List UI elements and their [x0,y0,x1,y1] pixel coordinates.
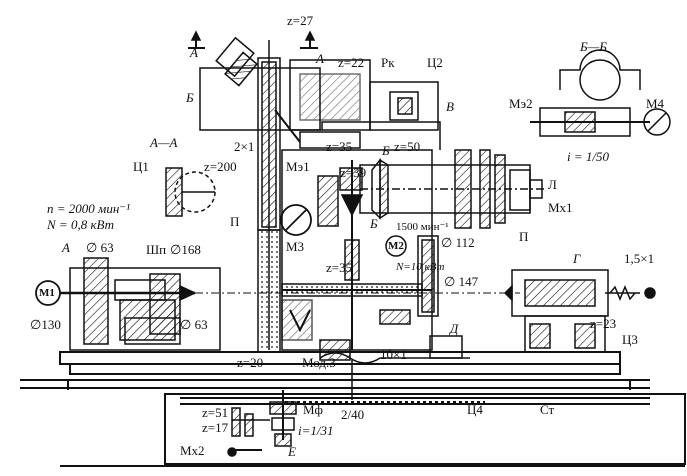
label-z27: z=27 [287,14,313,27]
label-2x1: 2×1 [234,139,255,154]
label-section-bb: Б—Б [580,39,607,54]
carriage [319,309,470,400]
label-l: Л [548,177,557,192]
label-z35-bottom: z=35 [326,260,353,275]
gearbox-center [281,149,433,351]
label-c4: Ц4 [467,402,483,417]
label-z20: z=20 [237,355,264,370]
label-d130: ∅130 [30,317,61,332]
label-a-left: A [62,240,70,255]
label-b-bottom: Б [370,216,378,231]
section-aa [165,167,216,217]
label-p-right: П [519,229,529,244]
section-bb [530,49,671,137]
label-me1: Мэ1 [286,159,310,174]
vertical-column [257,40,281,353]
machine-bed [20,351,686,467]
label-d168: ∅168 [170,242,201,257]
label-rk: Рк [381,55,395,70]
label-z27-text: z=27 [287,13,314,28]
motor-m3 [280,204,312,236]
label-d112: ∅ 112 [441,235,475,250]
label-z35-top: z=35 [326,139,353,154]
label-b: Б [186,90,194,105]
label-d63-top: ∅ 63 [86,240,114,255]
label-st: Ст [540,402,555,417]
label-rpm1500: 1500 мин⁻¹ [396,221,449,233]
label-z51: z=51 [202,405,229,420]
label-d63-bottom: ∅ 63 [180,317,208,332]
label-m1: М1 [39,287,55,299]
label-d: Д [450,321,459,336]
label-v: В [446,99,454,114]
motor-m1 [35,280,61,306]
label-c1: Ц1 [133,159,149,174]
label-mod3: Мод.3 [302,355,336,370]
label-shp: Шп [146,242,167,257]
label-2-40: 2/40 [341,407,365,422]
label-b-top: Б [382,143,390,158]
label-kw10: N=10 кВт [396,261,445,273]
label-mx2: Мх2 [180,443,205,458]
spindle-quill [359,149,545,229]
label-z22-text: z=22 [338,55,365,70]
label-m3: М3 [286,239,305,254]
feed-link-line [321,121,441,150]
label-section-a-left: A [190,45,198,60]
label-pitch15: 1,5×1 [624,251,655,266]
top-head [188,30,439,149]
label-section-aa: A—A [150,135,178,150]
label-d147: ∅ 147 [444,274,479,289]
label-mf: Мф [303,402,323,417]
lower-feed [227,390,297,457]
label-e: Е [288,444,296,459]
label-10x1: 10×1 [380,347,407,362]
label-z23: z=23 [590,316,617,331]
label-mx1: Мх1 [548,200,573,215]
label-m2: М2 [388,240,404,252]
label-z22: z=22 [338,56,364,69]
label-z39: z=39 [340,165,367,180]
label-z50: z=50 [394,139,421,154]
label-z200: z=200 [204,159,237,174]
label-section-a-right: A [316,51,324,66]
label-me2: Мэ2 [509,96,533,111]
tailstock [503,269,656,353]
label-c2: Ц2 [427,55,443,70]
label-i150: i = 1/50 [567,149,609,164]
label-m4: М4 [646,96,665,111]
left-headstock [60,257,221,351]
label-c3: Ц3 [622,332,638,347]
label-i131: i=1/31 [298,423,334,438]
label-z17: z=17 [202,420,229,435]
label-power: N = 0,8 кВт [47,217,115,232]
label-speed: n = 2000 мин⁻¹ [47,201,131,216]
label-g: Г [573,251,581,266]
motor-m2-belt [385,235,439,317]
label-p-left: П [230,214,240,229]
